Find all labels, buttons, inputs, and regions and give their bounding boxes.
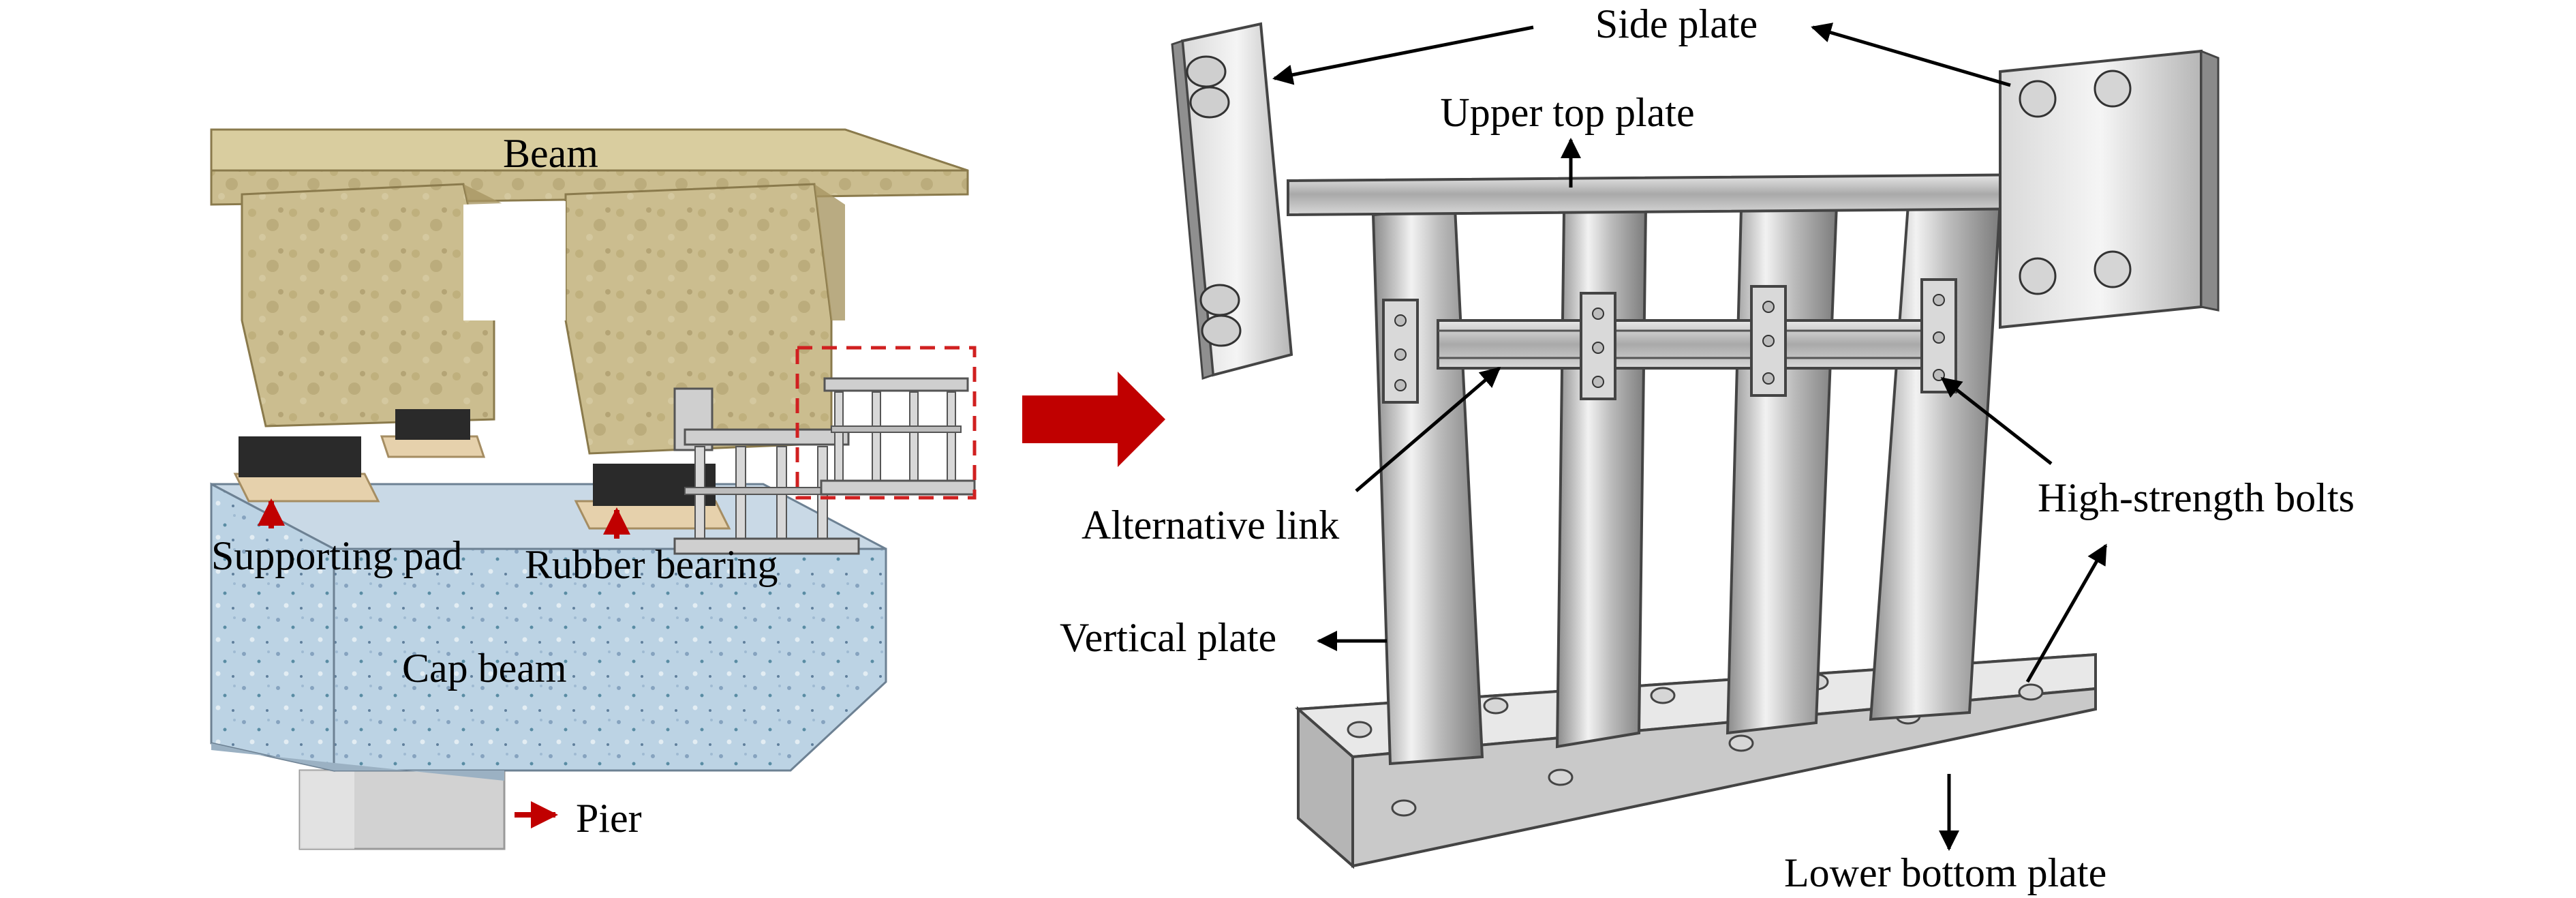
alternative-link-arrow <box>1355 367 1501 492</box>
label-vertical-plate: Vertical plate <box>1060 615 1276 660</box>
vertical-plate-3 <box>1726 203 1839 735</box>
label-supporting-pad: Supporting pad <box>211 533 462 578</box>
side-plate-right <box>1999 49 2220 329</box>
alternative-link <box>1437 319 1957 370</box>
high-strength-bolts-arrow-2 <box>2025 543 2108 683</box>
bridge-model: Beam Supporting pad Rubber bearing Cap b… <box>210 128 977 850</box>
highlight-box <box>795 346 977 500</box>
beam <box>210 128 969 455</box>
label-upper-top-plate: Upper top plate <box>1440 90 1694 135</box>
cap-beam <box>210 482 887 781</box>
side-plate-left <box>1171 22 1293 380</box>
label-pier: Pier <box>576 796 642 841</box>
label-beam: Beam <box>503 131 598 176</box>
label-alternative-link: Alternative link <box>1082 503 1339 548</box>
high-strength-bolts-arrow-1 <box>1940 377 2053 465</box>
link-bolts <box>1394 294 1945 391</box>
label-high-strength-bolts: High-strength bolts <box>2038 475 2355 520</box>
rubber-bearing-2 <box>395 409 470 440</box>
label-cap-beam: Cap beam <box>402 646 567 691</box>
label-rubber-bearing: Rubber bearing <box>525 542 778 587</box>
damper-detail: Side plate Upper top plate Alternative l… <box>1060 1 2355 895</box>
damper-device-small <box>673 377 976 555</box>
supporting-pad-1 <box>233 473 380 503</box>
pier <box>298 769 506 850</box>
side-plate-arrow-left <box>1272 25 1534 85</box>
label-side-plate: Side plate <box>1595 1 1758 46</box>
label-lower-bottom-plate: Lower bottom plate <box>1784 850 2106 895</box>
transition-arrow <box>1022 372 1165 467</box>
rubber-bearing-1 <box>239 436 361 477</box>
vertical-plate-1 <box>1371 206 1484 766</box>
side-plate-arrow-right <box>1811 23 2011 87</box>
vertical-plate-2 <box>1555 206 1648 749</box>
